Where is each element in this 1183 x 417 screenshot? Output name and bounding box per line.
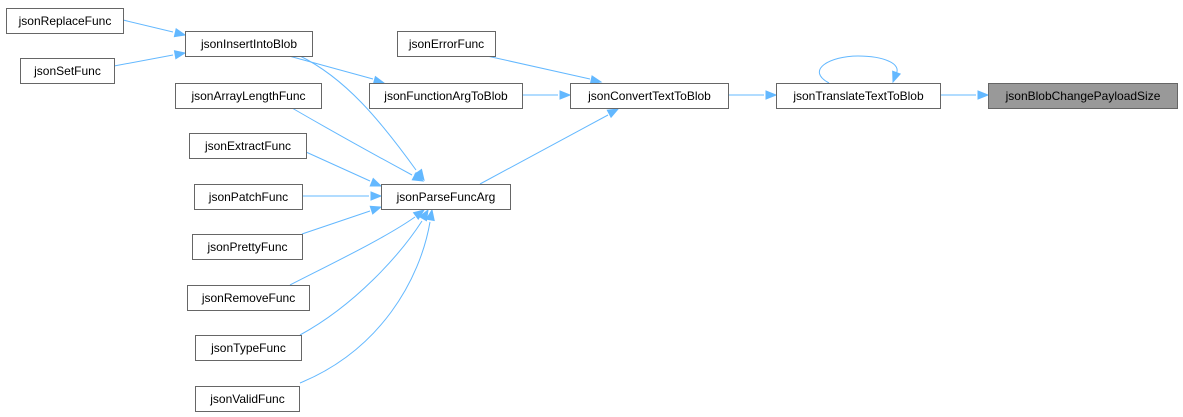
node-jsonSetFunc[interactable]: jsonSetFunc <box>20 58 115 84</box>
node-jsonExtractFunc[interactable]: jsonExtractFunc <box>189 133 307 159</box>
node-box[interactable] <box>195 335 302 361</box>
node-box[interactable] <box>570 83 729 109</box>
edge-arrowhead <box>369 205 383 215</box>
edge-line <box>818 55 898 84</box>
edge-jsonTypeFunc-to-jsonParseFuncArg <box>299 208 429 336</box>
edge-arrowhead <box>418 208 429 222</box>
edge-line <box>479 114 609 185</box>
edge-arrowhead <box>977 90 990 100</box>
edge-line <box>486 55 591 80</box>
edge-jsonConvertTextToBlob-to-jsonTranslateTextToBlob <box>728 90 778 100</box>
node-jsonBlobChangePayloadSize[interactable]: jsonBlobChangePayloadSize <box>988 83 1178 109</box>
edge-jsonFunctionArgToBlob-to-jsonConvertTextToBlob <box>522 90 572 100</box>
edge-arrowhead <box>892 70 902 84</box>
node-label: jsonTypeFunc <box>210 341 286 355</box>
node-label: jsonReplaceFunc <box>18 14 112 28</box>
node-box[interactable] <box>189 133 307 159</box>
edge-line <box>301 210 371 235</box>
node-jsonParseFuncArg[interactable]: jsonParseFuncArg <box>381 184 511 210</box>
node-label: jsonPrettyFunc <box>206 240 287 254</box>
node-jsonArrayLengthFunc[interactable]: jsonArrayLengthFunc <box>175 83 322 109</box>
node-box[interactable] <box>988 83 1178 109</box>
node-jsonConvertTextToBlob[interactable]: jsonConvertTextToBlob <box>570 83 729 109</box>
edge-jsonPatchFunc-to-jsonParseFuncArg <box>302 191 383 201</box>
node-jsonReplaceFunc[interactable]: jsonReplaceFunc <box>6 8 124 34</box>
edge-arrowhead <box>173 28 187 38</box>
edge-jsonInsertIntoBlob-to-jsonParseFuncArg <box>299 55 425 182</box>
edge-jsonReplaceFunc-to-jsonInsertIntoBlob <box>122 19 187 38</box>
nodes-layer: jsonBlobChangePayloadSize jsonTranslateTe… <box>6 8 1178 412</box>
node-label: jsonFunctionArgToBlob <box>383 89 508 103</box>
edge-jsonTranslateTextToBlob-to-jsonTranslateTextToBlob <box>818 55 902 84</box>
edge-jsonValidFunc-to-jsonParseFuncArg <box>299 208 435 384</box>
node-jsonRemoveFunc[interactable]: jsonRemoveFunc <box>187 285 310 311</box>
edge-arrowhead <box>589 75 603 85</box>
node-box[interactable] <box>195 386 300 412</box>
edge-line <box>289 216 416 286</box>
node-jsonErrorFunc[interactable]: jsonErrorFunc <box>397 31 496 57</box>
edge-arrowhead <box>606 108 620 119</box>
node-label: jsonRemoveFunc <box>201 291 295 305</box>
edge-jsonPrettyFunc-to-jsonParseFuncArg <box>301 205 383 235</box>
edge-line <box>299 55 417 171</box>
node-box[interactable] <box>397 31 496 57</box>
node-box[interactable] <box>6 8 124 34</box>
edge-arrowhead <box>765 90 778 100</box>
node-label: jsonTranslateTextToBlob <box>792 89 924 103</box>
edge-arrowhead <box>173 50 187 60</box>
node-jsonFunctionArgToBlob[interactable]: jsonFunctionArgToBlob <box>369 83 523 109</box>
edge-arrowhead <box>425 208 435 222</box>
edge-jsonErrorFunc-to-jsonConvertTextToBlob <box>486 55 603 85</box>
edge-jsonParseFuncArg-to-jsonConvertTextToBlob <box>479 108 620 185</box>
edge-line <box>299 220 423 336</box>
node-jsonInsertIntoBlob[interactable]: jsonInsertIntoBlob <box>185 31 313 57</box>
edge-jsonTranslateTextToBlob-to-jsonBlobChangePayloadSize <box>940 90 990 100</box>
node-box[interactable] <box>369 83 523 109</box>
node-label: jsonValidFunc <box>209 392 284 406</box>
node-label: jsonPatchFunc <box>208 190 288 204</box>
edge-arrowhead <box>559 90 572 100</box>
node-box[interactable] <box>175 83 322 109</box>
node-label: jsonErrorFunc <box>408 37 484 51</box>
edge-arrowhead <box>369 177 383 187</box>
edge-arrowhead <box>370 191 383 201</box>
edge-line <box>291 107 413 176</box>
node-label: jsonArrayLengthFunc <box>190 89 305 103</box>
node-box[interactable] <box>194 184 303 210</box>
node-label: jsonParseFuncArg <box>396 190 496 204</box>
node-label: jsonInsertIntoBlob <box>200 37 297 51</box>
node-box[interactable] <box>187 285 310 311</box>
node-label: jsonConvertTextToBlob <box>587 89 711 103</box>
node-jsonValidFunc[interactable]: jsonValidFunc <box>195 386 300 412</box>
node-box[interactable] <box>381 184 511 210</box>
node-label: jsonSetFunc <box>33 64 101 78</box>
edge-line <box>305 151 371 182</box>
node-box[interactable] <box>185 31 313 57</box>
node-jsonTranslateTextToBlob[interactable]: jsonTranslateTextToBlob <box>776 83 941 109</box>
node-jsonPrettyFunc[interactable]: jsonPrettyFunc <box>192 234 303 260</box>
edge-jsonSetFunc-to-jsonInsertIntoBlob <box>113 50 187 67</box>
edge-line <box>122 19 174 33</box>
edge-jsonArrayLengthFunc-to-jsonParseFuncArg <box>291 107 425 182</box>
node-label: jsonBlobChangePayloadSize <box>1005 89 1161 103</box>
edge-line <box>288 55 374 80</box>
node-box[interactable] <box>776 83 941 109</box>
node-jsonTypeFunc[interactable]: jsonTypeFunc <box>195 335 302 361</box>
node-jsonPatchFunc[interactable]: jsonPatchFunc <box>194 184 303 210</box>
edge-arrowhead <box>412 209 426 221</box>
edge-arrowhead <box>411 171 425 182</box>
node-label: jsonExtractFunc <box>204 139 291 153</box>
node-box[interactable] <box>192 234 303 260</box>
edge-line <box>113 54 174 67</box>
edges-layer <box>113 19 990 384</box>
edge-jsonExtractFunc-to-jsonParseFuncArg <box>305 151 383 187</box>
node-box[interactable] <box>20 58 115 84</box>
edge-jsonRemoveFunc-to-jsonParseFuncArg <box>289 209 426 286</box>
edge-line <box>299 221 431 384</box>
